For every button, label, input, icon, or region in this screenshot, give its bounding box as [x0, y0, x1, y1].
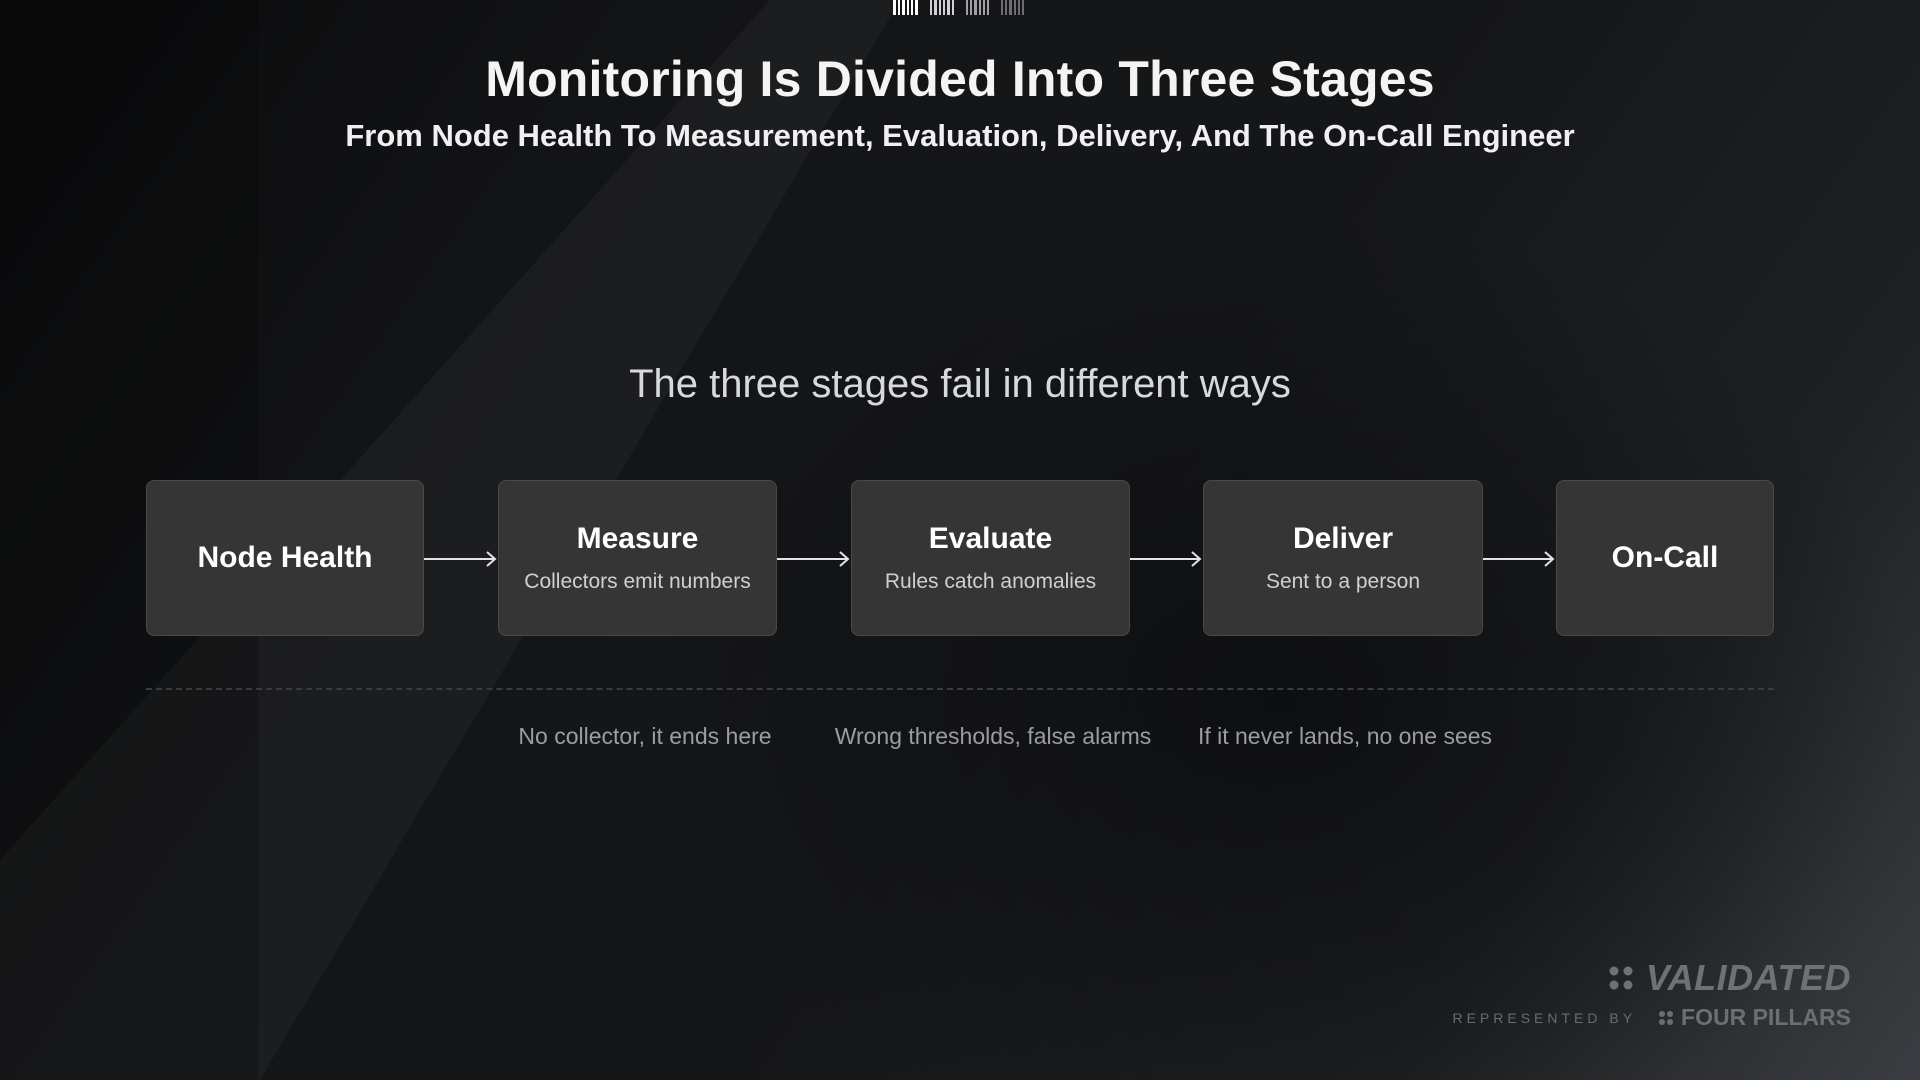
arrow-right-icon	[424, 551, 497, 567]
stage-on-call: On-Call	[1556, 480, 1774, 636]
failure-note-evaluate: Wrong thresholds, false alarms	[834, 723, 1152, 749]
stage-evaluate: Evaluate Rules catch anomalies	[851, 480, 1130, 636]
stage-description: Collectors emit numbers	[524, 570, 751, 593]
stage-title: Node Health	[197, 541, 373, 574]
stage-title: Evaluate	[928, 522, 1053, 555]
arrow-right-icon	[777, 551, 850, 567]
failure-note-deliver: If it never lands, no one sees	[1197, 723, 1493, 749]
failure-note-measure: No collector, it ends here	[518, 723, 772, 749]
dots-logo-icon	[1609, 966, 1633, 990]
arrow-right-icon	[1130, 551, 1202, 567]
stage-title: Deliver	[1292, 522, 1394, 555]
stage-title: Measure	[576, 522, 699, 555]
stage-title: On-Call	[1611, 541, 1719, 574]
brand-name: VALIDATED	[1645, 957, 1851, 998]
represented-by-label: REPRESENTED BY	[1452, 1009, 1637, 1026]
stage-description: Sent to a person	[1265, 570, 1421, 593]
page-title: Monitoring Is Divided Into Three Stages	[485, 51, 1435, 107]
brand-partner: REPRESENTED BY FOUR PILLARS	[1452, 1004, 1851, 1031]
stage-measure: Measure Collectors emit numbers	[498, 480, 777, 636]
barcode-logo-icon	[893, 0, 1024, 15]
stage-description: Rules catch anomalies	[884, 570, 1097, 593]
page-subtitle: From Node Health To Measurement, Evaluat…	[345, 118, 1575, 153]
stage-node-health: Node Health	[146, 480, 424, 636]
arrow-right-icon	[1483, 551, 1555, 567]
partner-name: FOUR PILLARS	[1681, 1004, 1851, 1030]
diagram-heading: The three stages fail in different ways	[629, 362, 1291, 406]
brand-logo: VALIDATED	[1608, 957, 1851, 999]
divider	[146, 688, 1774, 690]
stage-deliver: Deliver Sent to a person	[1203, 480, 1483, 636]
dots-logo-icon	[1659, 1010, 1674, 1025]
